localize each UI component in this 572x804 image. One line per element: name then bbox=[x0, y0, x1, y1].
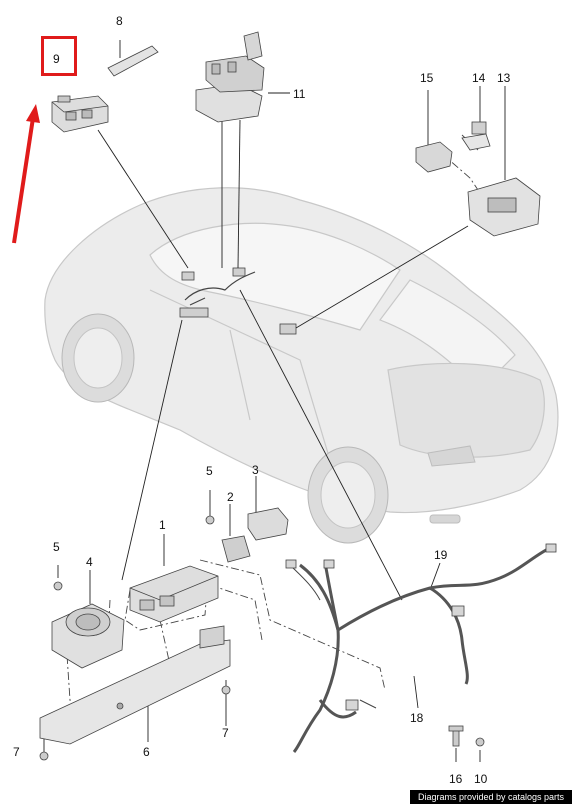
callout-8: 8 bbox=[116, 14, 123, 28]
callout-1: 1 bbox=[159, 518, 166, 532]
callout-3: 3 bbox=[252, 463, 259, 477]
part-9-module bbox=[51, 95, 109, 133]
part-2-plug bbox=[221, 535, 251, 563]
wiring-harness-18 bbox=[289, 564, 377, 709]
wheels bbox=[61, 313, 389, 544]
callout-4: 4 bbox=[86, 555, 93, 569]
part-8-pad bbox=[107, 45, 159, 77]
callout-18: 18 bbox=[410, 711, 424, 725]
callout-10: 10 bbox=[474, 772, 488, 786]
callout-19: 19 bbox=[434, 548, 448, 562]
callout-11: 11 bbox=[293, 87, 306, 101]
callout-13: 13 bbox=[497, 71, 511, 85]
screws bbox=[39, 515, 485, 761]
harness-connectors bbox=[285, 543, 557, 711]
callout-7-right: 7 bbox=[222, 726, 229, 740]
pointer-arrow bbox=[12, 104, 40, 244]
part-11-assembly bbox=[195, 31, 265, 123]
callout-2: 2 bbox=[227, 490, 234, 504]
part-1-control-module bbox=[129, 565, 219, 623]
highlight-box bbox=[41, 36, 77, 76]
callout-9: 9 bbox=[53, 52, 60, 66]
rear-lights bbox=[427, 445, 476, 524]
leader-lines bbox=[43, 40, 506, 762]
callout-16: 16 bbox=[449, 772, 463, 786]
part-4-speaker bbox=[51, 603, 125, 669]
part-15-connector bbox=[415, 141, 453, 173]
callout-5-upper: 5 bbox=[206, 464, 213, 478]
part-6-bracket-plate bbox=[39, 625, 231, 745]
part-14-plug bbox=[461, 121, 491, 151]
callout-6: 6 bbox=[143, 745, 150, 759]
callout-7-left: 7 bbox=[13, 745, 20, 759]
part-13-control-unit bbox=[467, 177, 541, 237]
credit-banner: Diagrams provided by catalogs parts bbox=[410, 790, 572, 804]
roof-modules bbox=[179, 267, 297, 335]
callout-5-lower: 5 bbox=[53, 540, 60, 554]
part-3-bracket bbox=[247, 507, 289, 541]
callout-14: 14 bbox=[472, 71, 486, 85]
wiring-harness-19 bbox=[292, 546, 551, 753]
roof-harness bbox=[184, 271, 256, 306]
callout-15: 15 bbox=[420, 71, 434, 85]
